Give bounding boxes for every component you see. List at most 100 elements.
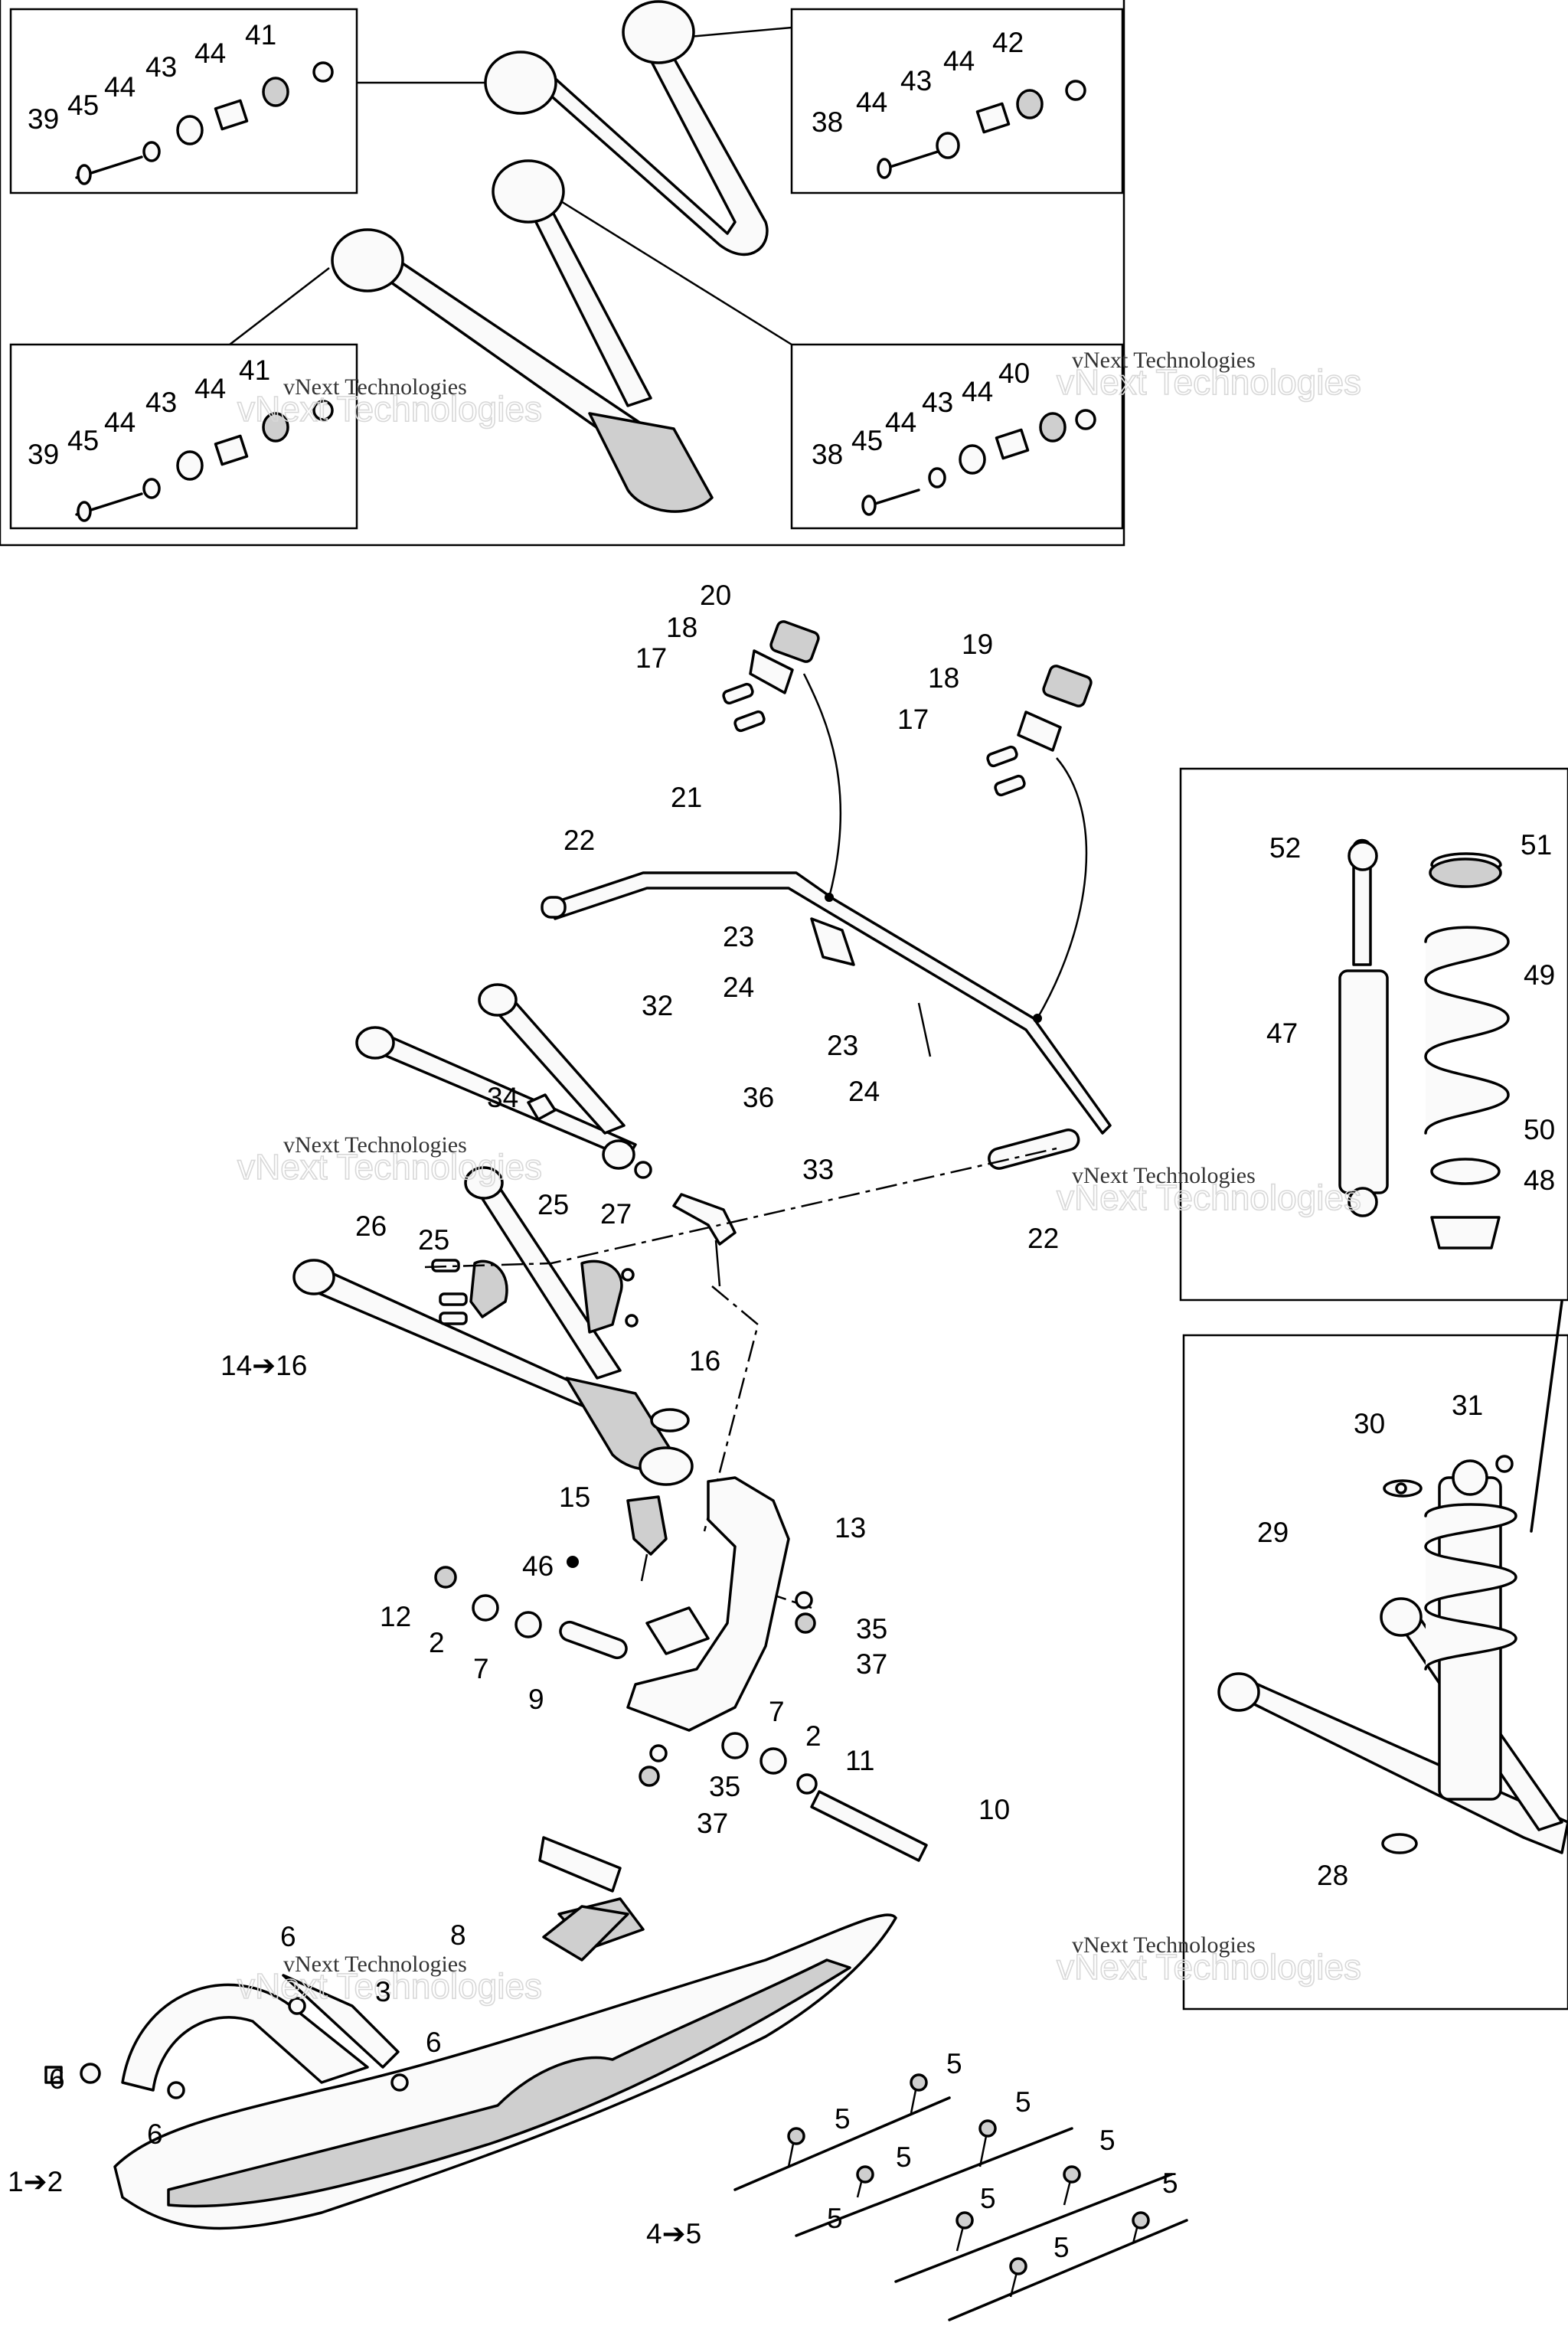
callout-c22a: 22 [564,825,595,856]
callout-c12: 12 [380,1601,411,1632]
callout-c24b: 24 [848,1076,880,1107]
callout-c41a: 41 [245,19,276,51]
watermark-outline: vNext Technologies [237,1147,542,1187]
watermark-text: vNext Technologies [283,374,467,400]
callout-c20: 20 [700,580,731,611]
callout-c35b: 35 [709,1771,740,1802]
callout-c30: 30 [1354,1408,1385,1439]
callout-c22b: 22 [1027,1223,1059,1254]
ski-assembly [44,1836,897,2230]
callout-c44e: 44 [104,407,136,438]
hardware-row-top-right [877,80,1086,179]
callout-c10: 10 [978,1794,1010,1825]
callout-c15: 15 [559,1481,590,1513]
callout-c42: 42 [992,27,1024,58]
callout-c38a: 38 [812,106,843,138]
spindle-assembly [424,1147,1057,1862]
callout-c44d: 44 [943,45,975,77]
callout-c37a: 37 [856,1648,887,1680]
callout-c32: 32 [642,990,673,1021]
watermark-text: vNext Technologies [283,1132,467,1158]
callout-c6a: 6 [280,1921,296,1952]
callout-c44f: 44 [194,373,226,404]
callout-c48: 48 [1524,1165,1555,1196]
installed-shock-panel [1182,1300,1568,2011]
callout-c37b: 37 [697,1808,728,1839]
callout-c38b: 38 [812,439,843,470]
callout-c44a: 44 [104,71,136,103]
callout-c6d: 6 [147,2118,163,2150]
callout-c45a: 45 [67,90,99,121]
watermark-text: vNext Technologies [1072,348,1256,373]
callout-c29: 29 [1257,1517,1289,1548]
watermark-text: vNext Technologies [1072,1932,1256,1958]
callout-c28: 28 [1317,1860,1348,1891]
hardware-row-top-left [75,61,334,185]
callout-c21: 21 [671,782,702,813]
watermark-text: vNext Technologies [1072,1163,1256,1188]
callout-c34: 34 [487,1082,518,1113]
callout-c9: 9 [528,1684,544,1715]
callout-c35a: 35 [856,1613,887,1645]
callout-c6c: 6 [49,2063,65,2095]
callout-c5a: 5 [946,2048,962,2079]
callout-c44h: 44 [962,376,993,407]
callout-c43b: 43 [900,65,932,96]
watermark-outline: vNext Technologies [1057,1947,1361,1987]
callout-c33: 33 [802,1154,834,1185]
hardware-row-bottom-right [861,409,1096,516]
callout-c1: 1➔2 [8,2166,63,2197]
callout-c13: 13 [835,1512,866,1544]
callout-c52: 52 [1269,832,1301,864]
callout-c39b: 39 [28,439,59,470]
hardware-row-bottom-left [75,400,334,522]
callout-c5e: 5 [1099,2125,1116,2156]
callout-c14: 14➔16 [220,1350,307,1381]
watermark-outline: vNext Technologies [1057,1178,1361,1217]
callout-c2b: 2 [805,1720,822,1752]
callout-c36: 36 [743,1082,774,1113]
callout-c44b: 44 [194,38,226,69]
callout-c5c: 5 [1015,2086,1031,2118]
callout-c31: 31 [1452,1390,1483,1421]
callout-c41b: 41 [239,354,270,386]
callout-c27: 27 [600,1198,632,1230]
callout-c2a: 2 [429,1627,445,1658]
carbide-runners [733,2073,1188,2321]
sway-bar-assembly [541,620,1112,1170]
callout-c8: 8 [450,1919,466,1951]
lower-a-arm [292,1166,694,1486]
callout-c39a: 39 [28,103,59,135]
callout-c5f: 5 [980,2183,996,2214]
callout-c5b: 5 [835,2103,851,2135]
upper-a-arm [355,983,737,1287]
callout-c5h: 5 [1054,2232,1070,2263]
callout-c47: 47 [1266,1018,1298,1049]
callout-c7a: 7 [473,1653,489,1684]
callout-c18a: 18 [666,612,697,643]
callout-c45b: 45 [67,425,99,456]
callout-c6b: 6 [426,2027,442,2058]
callout-c49: 49 [1524,959,1555,991]
ski-handle-pad [542,1905,629,1962]
callout-c11: 11 [845,1745,874,1776]
callout-c45: 4➔5 [646,2218,701,2249]
callout-c24a: 24 [723,972,754,1003]
callout-c7b: 7 [769,1696,785,1727]
callout-c44c: 44 [856,87,887,118]
callout-c25a: 25 [418,1224,449,1256]
callout-c26: 26 [355,1210,387,1242]
callout-c40: 40 [998,358,1030,389]
callout-c5i: 5 [827,2203,843,2234]
callout-c18b: 18 [928,662,959,694]
callout-c5d: 5 [896,2141,912,2173]
callout-c46: 46 [522,1550,554,1582]
callout-c23a: 23 [723,921,754,952]
callout-c17b: 17 [897,704,929,735]
callout-c44g: 44 [885,407,916,438]
top-detail-panel [0,0,1125,547]
callout-c3: 3 [375,1976,391,2007]
callout-c19: 19 [962,629,993,660]
